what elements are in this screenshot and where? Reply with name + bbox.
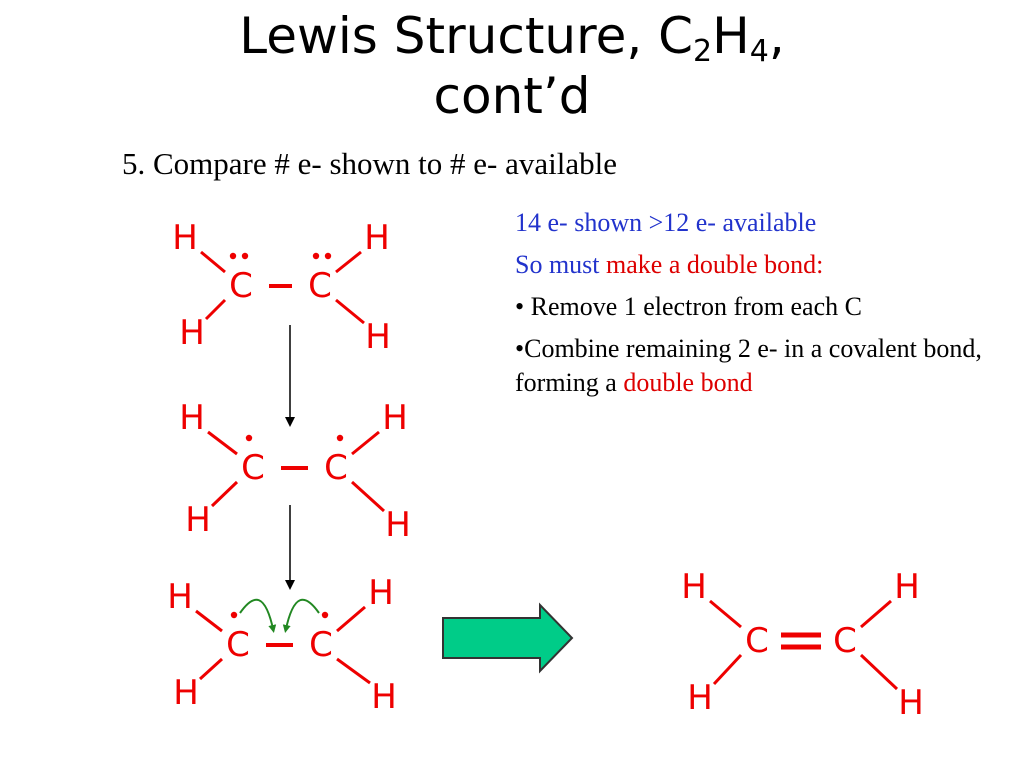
ch-bond (200, 250, 226, 274)
hydrogen-atom: H (185, 500, 211, 540)
title-subscript-4: 4 (749, 34, 769, 69)
ch-bond (195, 609, 223, 633)
hydrogen-atom: H (173, 673, 199, 713)
carbon-atom: C (833, 621, 857, 661)
explanation-panel: 14 e- shown >12 e- available So must mak… (515, 206, 985, 408)
ch-bond (210, 480, 239, 508)
ch-bond (351, 430, 380, 456)
ch-bond (335, 298, 365, 325)
ch-bond (204, 298, 227, 321)
carbon-atom: C (324, 448, 348, 488)
ch-bond (709, 599, 742, 629)
hydrogen-atom: H (172, 218, 198, 258)
hydrogen-atom: H (371, 677, 397, 717)
combine-text: •Combine remaining 2 e- in a covalent bo… (515, 334, 982, 397)
hydrogen-atom: H (681, 567, 707, 607)
result-arrow-icon (442, 602, 574, 674)
electron-dot (241, 252, 249, 260)
title-text: Lewis Structure, C (239, 7, 694, 65)
hydrogen-atom: H (167, 577, 193, 617)
title-line2: cont’d (433, 67, 591, 125)
title-comma: , (768, 7, 785, 65)
hydrogen-atom: H (894, 567, 920, 607)
double-bond-text: double bond (623, 368, 753, 397)
title-subscript-2: 2 (693, 34, 713, 69)
hydrogen-atom: H (365, 317, 391, 357)
electron-dot (321, 611, 329, 619)
carbon-atom: C (241, 448, 265, 488)
hydrogen-atom: H (179, 313, 205, 353)
hydrogen-atom: H (179, 398, 205, 438)
ch-bond (336, 605, 366, 633)
hydrogen-atom: H (385, 505, 411, 545)
ch-bond (860, 599, 892, 629)
curved-arrow-left-icon (239, 598, 277, 633)
title-text-h: H (712, 7, 750, 65)
carbon-atom: C (229, 266, 253, 306)
make-double-bond-text: make a double bond: (606, 250, 824, 279)
hydrogen-atom: H (898, 683, 924, 723)
carbon-atom: C (745, 621, 769, 661)
carbon-atom: C (226, 625, 250, 665)
electron-count-line: 14 e- shown >12 e- available (515, 208, 817, 237)
hydrogen-atom: H (368, 573, 394, 613)
step-heading: 5. Compare # e- shown to # e- available (122, 146, 617, 181)
ch-bond (207, 430, 238, 456)
bullet-combine: •Combine remaining 2 e- in a covalent bo… (515, 332, 985, 400)
ch-bond (350, 480, 386, 513)
ch-bond (335, 250, 362, 274)
carbon-atom: C (308, 266, 332, 306)
electron-dot (312, 252, 320, 260)
ch-bond (859, 653, 899, 691)
hydrogen-atom: H (687, 678, 713, 718)
hydrogen-atom: H (382, 398, 408, 438)
ch-bond (336, 657, 371, 685)
bullet-remove-electron: • Remove 1 electron from each C (515, 292, 862, 321)
electron-dot (336, 434, 344, 442)
ch-bond (712, 653, 743, 686)
page-title: Lewis Structure, C2H4, cont’d (0, 6, 1024, 126)
must-double-bond-line: So must make a double bond: (515, 248, 985, 282)
so-must-text: So must (515, 250, 607, 279)
ch-bond (198, 657, 224, 681)
curved-arrow-right-icon (282, 598, 320, 633)
carbon-atom: C (309, 625, 333, 665)
electron-dot (229, 252, 237, 260)
electron-dot (245, 434, 253, 442)
electron-dot (230, 611, 238, 619)
hydrogen-atom: H (364, 218, 390, 258)
electron-dot (324, 252, 332, 260)
